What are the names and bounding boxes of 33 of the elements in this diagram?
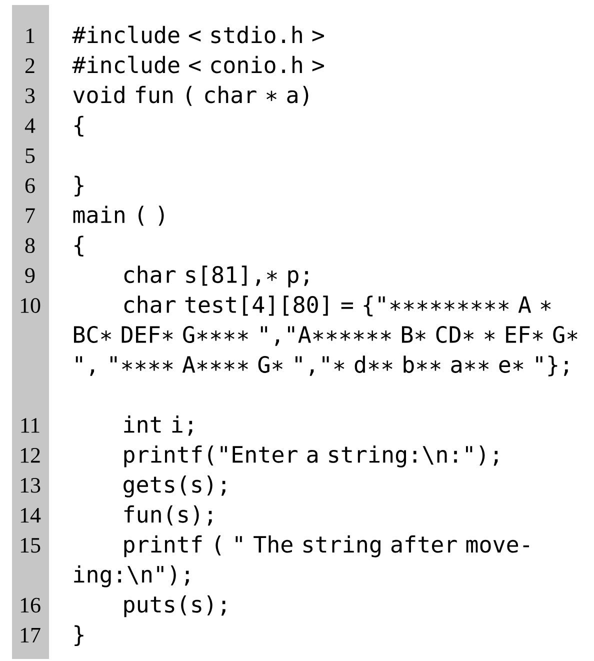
code-line: {: [74, 116, 84, 137]
line-number: 14: [20, 508, 41, 523]
code-line: char s[81],∗ p;: [124, 266, 308, 288]
line-number: 12: [20, 448, 40, 463]
code-line: void fun ( char ∗ a): [73, 86, 308, 106]
code-line: }: [74, 625, 84, 646]
line-number: 4: [24, 118, 36, 133]
line-number: 9: [25, 268, 35, 283]
line-number: 1: [26, 28, 34, 43]
line-number: 5: [26, 148, 35, 164]
line-number: 10: [20, 298, 40, 313]
line-number: 2: [25, 58, 34, 73]
line-number: 11: [21, 418, 40, 433]
line-number: 16: [20, 598, 40, 613]
code-line: }: [74, 176, 84, 197]
code-line: #include < conio.h >: [72, 56, 324, 74]
code-line: char test[4][80] = {"∗∗∗∗∗∗∗∗∗ A ∗ BC∗ DEF∗ G∗∗∗∗ ","A∗∗∗∗∗∗ B∗ CD∗ ∗ EF∗ G∗ ", "∗∗∗∗ A∗∗∗∗ G∗ ","∗ d∗∗ b∗∗ a∗∗ e∗ "};: [74, 296, 578, 376]
code-line: main ( ): [73, 206, 164, 226]
code-line: printf ( " The string after move- ing:\n");: [74, 535, 529, 588]
code-line: printf("Enter a string:\n:");: [124, 445, 498, 468]
code-line: fun(s);: [124, 505, 212, 526]
code-line: int i;: [124, 416, 192, 436]
code-line: gets(s);: [124, 475, 226, 498]
code-line: puts(s);: [124, 595, 226, 618]
line-number: 13: [20, 478, 40, 493]
line-number: 15: [20, 538, 40, 553]
code-line: {: [74, 236, 84, 256]
line-number: 8: [25, 238, 35, 253]
line-number: 6: [25, 178, 35, 194]
code-line: #include < stdio.h >: [72, 26, 324, 44]
line-number: 7: [26, 208, 35, 223]
line-number: 17: [20, 628, 40, 642]
line-number: 3: [26, 88, 35, 104]
